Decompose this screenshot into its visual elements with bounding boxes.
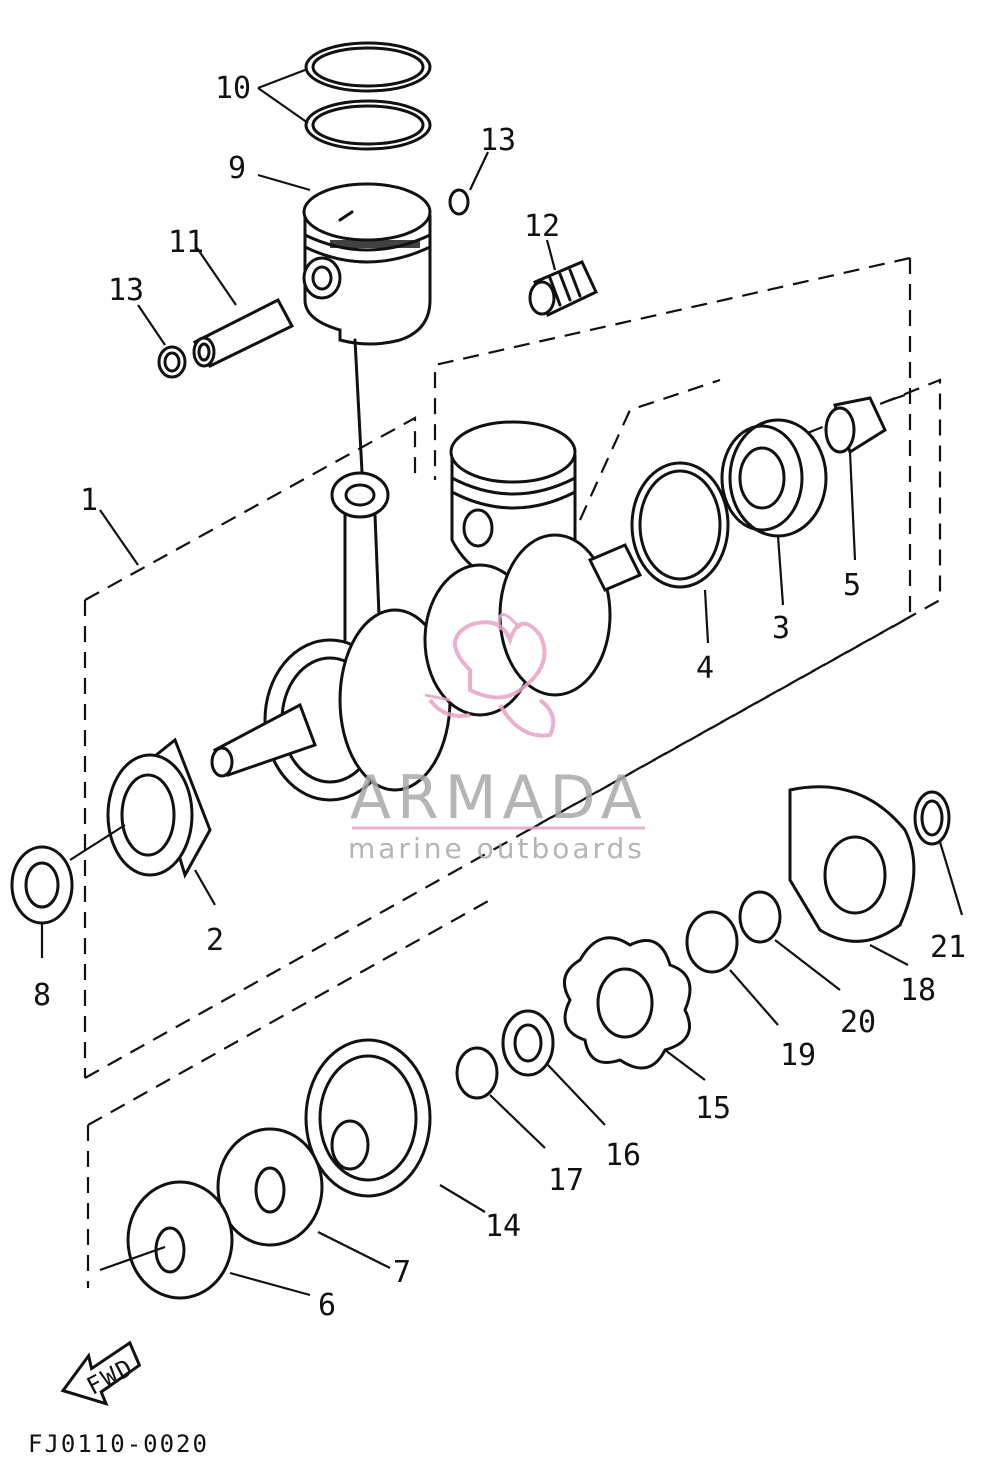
plug-19 — [685, 910, 739, 974]
needle-bearing — [528, 260, 598, 318]
leader-lines — [40, 68, 964, 1297]
callout-6: 6 — [318, 1288, 336, 1323]
circlip-left — [157, 345, 187, 379]
callout-10: 10 — [215, 71, 251, 106]
callout-4: 4 — [696, 651, 714, 686]
callout-19: 19 — [780, 1038, 816, 1073]
callout-1: 1 — [80, 483, 98, 518]
callout-20: 20 — [840, 1005, 876, 1040]
watermark-tagline: marine outboards — [348, 832, 645, 865]
forward-arrow: FWD — [60, 1340, 142, 1407]
circlip-right — [448, 188, 470, 216]
o-ring-20 — [738, 890, 782, 944]
callout-labels: 1 2 3 4 5 6 7 8 9 10 11 12 13 13 14 15 1… — [33, 71, 966, 1323]
main-bearing-right — [720, 418, 828, 538]
flywheel-housing — [788, 785, 916, 943]
watermark: ARMADA marine outboards — [348, 613, 648, 865]
callout-3: 3 — [772, 611, 790, 646]
callout-13-left: 13 — [108, 273, 144, 308]
callout-18: 18 — [900, 973, 936, 1008]
oil-seal — [10, 845, 74, 925]
callout-7: 7 — [393, 1255, 411, 1290]
figure-code: FJ0110-0020 — [28, 1430, 209, 1458]
watermark-brand: ARMADA — [350, 763, 648, 833]
callout-15: 15 — [695, 1091, 731, 1126]
o-ring-17 — [455, 1046, 499, 1100]
callout-11: 11 — [168, 225, 204, 260]
callout-16: 16 — [605, 1138, 641, 1173]
callout-13-right: 13 — [480, 123, 516, 158]
bushing — [824, 396, 887, 455]
rubber-damper — [562, 936, 692, 1070]
armada-logo-icon — [424, 613, 556, 738]
piston-rings — [304, 41, 432, 151]
retaining-ring — [630, 461, 730, 589]
plate-7 — [216, 1127, 324, 1247]
callout-8: 8 — [33, 978, 51, 1013]
callout-5: 5 — [843, 568, 861, 603]
callout-17: 17 — [548, 1163, 584, 1198]
pulley-housing — [304, 1038, 432, 1198]
main-bearing-left — [106, 737, 212, 879]
connecting-rod — [330, 338, 390, 642]
callout-21: 21 — [930, 930, 966, 965]
callout-12: 12 — [524, 209, 560, 244]
crankshaft — [210, 533, 643, 802]
plate-6 — [126, 1180, 234, 1300]
piston-pin — [192, 298, 295, 368]
callout-2: 2 — [206, 923, 224, 958]
callout-14: 14 — [485, 1209, 521, 1244]
washer-21 — [913, 790, 951, 846]
piston — [302, 182, 432, 346]
callout-9: 9 — [228, 151, 246, 186]
collar-16 — [501, 1009, 555, 1077]
